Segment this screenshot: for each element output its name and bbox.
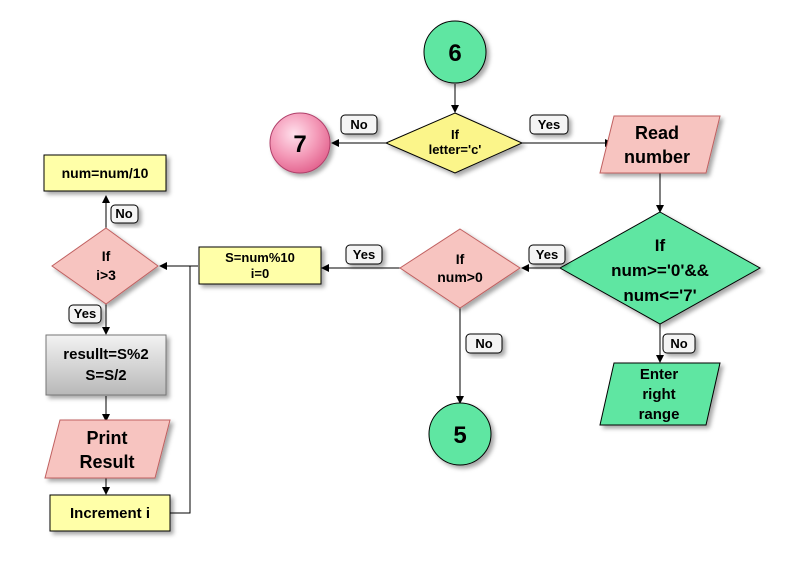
edge-label-letter-yes: Yes — [529, 114, 569, 135]
decision-range-line1: If — [655, 236, 666, 255]
edge-label-numgt0-yes-text: Yes — [353, 247, 375, 262]
process-num-div10-label: num=num/10 — [62, 165, 149, 181]
decision-range-line2: num>='0'&& — [611, 261, 709, 280]
decision-num-gt0: If num>0 — [399, 228, 521, 309]
edge-label-igt3-no-text: No — [115, 206, 132, 221]
decision-num-gt0-line2: num>0 — [437, 269, 483, 285]
edge-label-numgt0-no: No — [465, 333, 503, 354]
io-enter-range-line2: right — [642, 386, 675, 403]
io-enter-range: Enter right range — [599, 362, 721, 426]
edge-label-letter-no: No — [340, 114, 378, 135]
process-s-mod-line2: i=0 — [251, 266, 269, 281]
process-result-line1: resullt=S%2 — [63, 346, 148, 363]
io-read-number-line1: Read — [635, 123, 679, 143]
io-print-result: Print Result — [44, 419, 171, 479]
edge-label-range-yes: Yes — [528, 244, 566, 265]
edge-label-range-yes-text: Yes — [536, 247, 558, 262]
edge-label-igt3-yes-text: Yes — [74, 306, 96, 321]
decision-range-line3: num<='7' — [623, 286, 696, 305]
process-result-line2: S=S/2 — [85, 367, 126, 384]
connector-7: 7 — [269, 112, 331, 174]
edge-label-range-no-text: No — [670, 336, 687, 351]
edge-label-numgt0-no-text: No — [475, 336, 492, 351]
decision-letter-c-line2: letter='c' — [429, 142, 482, 157]
connector-6-label: 6 — [448, 40, 461, 67]
decision-letter-c: If letter='c' — [384, 112, 524, 174]
process-num-div10: num=num/10 — [43, 154, 167, 192]
io-read-number-line2: number — [624, 147, 690, 167]
decision-num-gt0-line1: If — [456, 251, 465, 267]
decision-i-gt3-line2: i>3 — [96, 267, 116, 283]
edge-label-letter-no-text: No — [350, 117, 367, 132]
process-increment-label: Increment i — [70, 505, 150, 522]
edge-label-letter-yes-text: Yes — [538, 117, 560, 132]
process-increment: Increment i — [49, 494, 171, 532]
edges — [102, 84, 664, 514]
edge-increment-loopback — [170, 266, 191, 514]
connector-5-label: 5 — [453, 422, 466, 449]
edge-label-numgt0-yes: Yes — [345, 244, 383, 265]
decision-i-gt3: If i>3 — [51, 227, 159, 305]
edge-label-igt3-yes: Yes — [68, 304, 102, 324]
connector-6: 6 — [423, 20, 487, 84]
io-print-result-line2: Result — [79, 452, 134, 472]
decision-i-gt3-line1: If — [102, 248, 111, 264]
connector-7-label: 7 — [293, 131, 306, 158]
io-print-result-line1: Print — [86, 428, 127, 448]
io-read-number: Read number — [599, 115, 721, 174]
io-enter-range-line1: Enter — [640, 366, 679, 383]
process-s-mod: S=num%10 i=0 — [198, 246, 322, 285]
process-s-mod-line1: S=num%10 — [225, 250, 295, 265]
process-result-calc: resullt=S%2 S=S/2 — [45, 334, 167, 396]
connector-5: 5 — [428, 402, 492, 466]
edge-label-range-no: No — [662, 333, 696, 354]
io-enter-range-line3: range — [639, 406, 680, 423]
decision-letter-c-line1: If — [451, 127, 460, 142]
decision-range-check: If num>='0'&& num<='7' — [558, 211, 762, 325]
edge-label-igt3-no: No — [110, 204, 139, 224]
